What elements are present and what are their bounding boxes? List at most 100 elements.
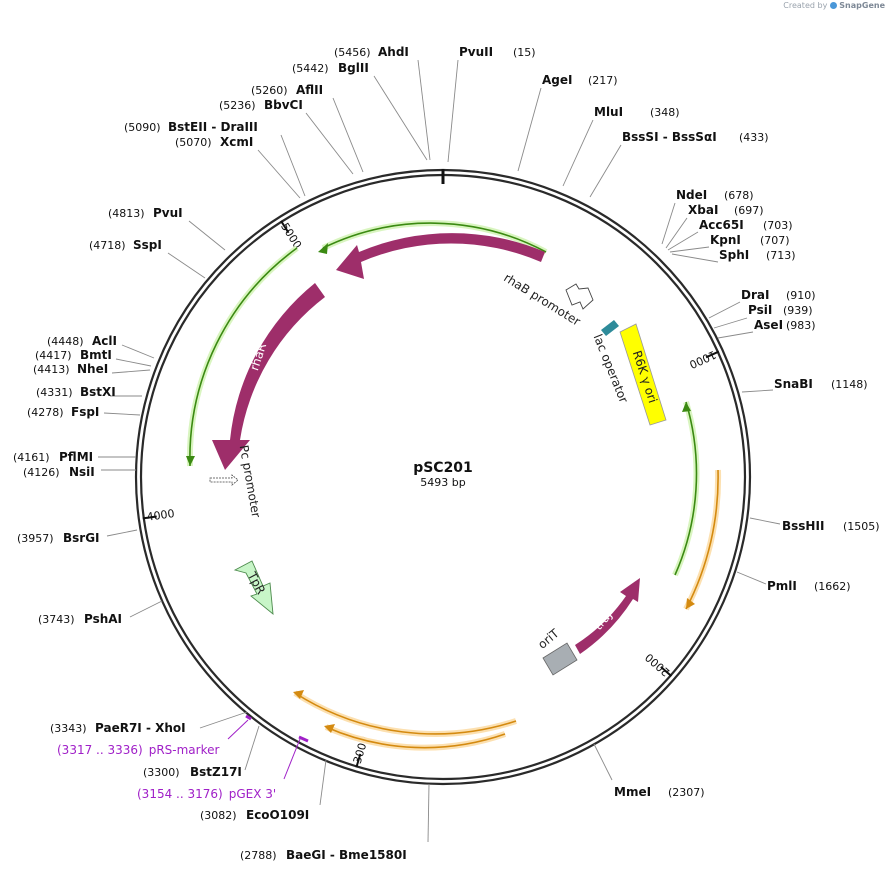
site-leader-line — [665, 217, 688, 249]
orange-arc-bottom-outer — [294, 692, 517, 735]
site-position: (4161) — [13, 451, 50, 464]
restriction-site-name: KpnI — [710, 233, 741, 247]
restriction-site-name: AgeI — [542, 73, 572, 87]
traJ-feature-arrow — [575, 578, 640, 654]
restriction-site-name: AflII — [296, 83, 323, 97]
restriction-site-name: XcmI — [220, 135, 253, 149]
credit-prefix: Created by — [783, 1, 828, 10]
site-position: (678) — [724, 189, 754, 202]
site-leader-line — [417, 59, 431, 161]
orange-arc-right-halo — [683, 469, 722, 611]
site-position: (348) — [650, 106, 680, 119]
restriction-site-name: PflMI — [59, 450, 93, 464]
site-leader-line — [562, 119, 594, 187]
green-arc-left-arrow — [186, 456, 195, 466]
site-position: (5236) — [219, 99, 256, 112]
site-position: (5090) — [124, 121, 161, 134]
site-position: (5260) — [251, 84, 288, 97]
site-leader-line — [749, 517, 781, 525]
site-position: (703) — [763, 219, 793, 232]
pRS-marker-leader-line — [227, 719, 249, 740]
snapgene-credit: Created by SnapGene — [783, 1, 885, 10]
tick-label: 4000 — [146, 507, 176, 524]
restriction-site-name: BglII — [338, 61, 369, 75]
restriction-site-name: PsiI — [748, 303, 772, 317]
primer-range: (3317 .. 3336) — [57, 743, 143, 757]
lac-operator-feature — [601, 320, 619, 336]
restriction-site-name: PvuI — [153, 206, 183, 220]
site-position: (1505) — [843, 520, 880, 533]
pGEX-3-leader-line — [283, 738, 301, 780]
restriction-site-name: NheI — [77, 362, 108, 376]
orange-arc-right-arrow — [686, 598, 695, 609]
site-position: (939) — [783, 304, 813, 317]
site-leader-line — [708, 301, 741, 319]
site-leader-line — [447, 59, 459, 163]
restriction-site-name: BstZ17I — [190, 765, 242, 779]
site-leader-line — [167, 252, 206, 279]
restriction-site-name: PmlI — [767, 579, 797, 593]
pRS-marker-primer-mark — [245, 714, 252, 721]
green-arc-top — [322, 222, 547, 253]
primer-pRS-marker: (3317 .. 3336)pRS-marker — [57, 743, 219, 757]
site-position: (713) — [766, 249, 796, 262]
site-position: (4331) — [36, 386, 73, 399]
restriction-site-name: FspI — [71, 405, 99, 419]
site-position: (697) — [734, 204, 764, 217]
rhaB-promoter-feature — [565, 283, 594, 310]
r6k-ori-feature — [619, 323, 667, 426]
site-position: (1662) — [814, 580, 851, 593]
site-position: (4813) — [108, 207, 145, 220]
site-position: (983) — [786, 319, 816, 332]
restriction-site-name: BmtI — [80, 348, 112, 362]
site-leader-line — [199, 711, 248, 729]
restriction-site-name: PvuII — [459, 45, 493, 59]
tick-label: 5000 — [278, 221, 304, 252]
tpR-feature-arrow — [233, 560, 274, 616]
site-position: (707) — [760, 234, 790, 247]
restriction-site-name: BssHII — [782, 519, 824, 533]
orange-arc-right — [685, 469, 719, 610]
orange-arc-bottom-inner — [325, 726, 506, 749]
site-position: (4126) — [23, 466, 60, 479]
site-leader-line — [713, 317, 748, 329]
site-position: (3300) — [143, 766, 180, 779]
credit-brand: SnapGene — [839, 1, 885, 10]
restriction-site-name: AclI — [92, 334, 117, 348]
site-leader-line — [121, 344, 155, 359]
pGEX-3-primer-mark — [298, 735, 309, 743]
site-leader-line — [427, 783, 430, 843]
site-leader-line — [667, 231, 699, 251]
site-leader-lines — [98, 59, 781, 843]
site-leader-line — [305, 112, 354, 175]
oriT-label: oriT — [535, 626, 562, 652]
restriction-site-name: DraI — [741, 288, 769, 302]
site-leader-line — [593, 743, 613, 781]
site-position: (5456) — [334, 46, 371, 59]
site-position: (2788) — [240, 849, 277, 862]
site-position: (3743) — [38, 613, 75, 626]
restriction-site-name: BbvCI — [264, 98, 303, 112]
site-leader-line — [717, 331, 754, 339]
site-leader-line — [332, 97, 364, 173]
restriction-site-name: NsiI — [69, 465, 95, 479]
restriction-site-name: XbaI — [688, 203, 718, 217]
site-position: (217) — [588, 74, 618, 87]
restriction-site-name: SnaBI — [774, 377, 813, 391]
green-arc-right-halo — [672, 401, 700, 577]
pc-promoter-feature — [209, 474, 239, 486]
snapgene-logo-icon — [830, 2, 838, 9]
plasmid-title: pSC201 — [413, 460, 473, 476]
restriction-site-name: PaeR7I - XhoI — [95, 721, 186, 735]
restriction-site-name: SphI — [719, 248, 749, 262]
restriction-site-name: NdeI — [676, 188, 707, 202]
green-arc-top-arrow — [318, 243, 328, 254]
site-leader-line — [741, 389, 774, 393]
site-position: (4448) — [47, 335, 84, 348]
site-leader-line — [669, 246, 710, 253]
green-arc-left — [189, 247, 298, 467]
green-arc-right — [674, 401, 698, 576]
site-leader-line — [736, 571, 767, 585]
